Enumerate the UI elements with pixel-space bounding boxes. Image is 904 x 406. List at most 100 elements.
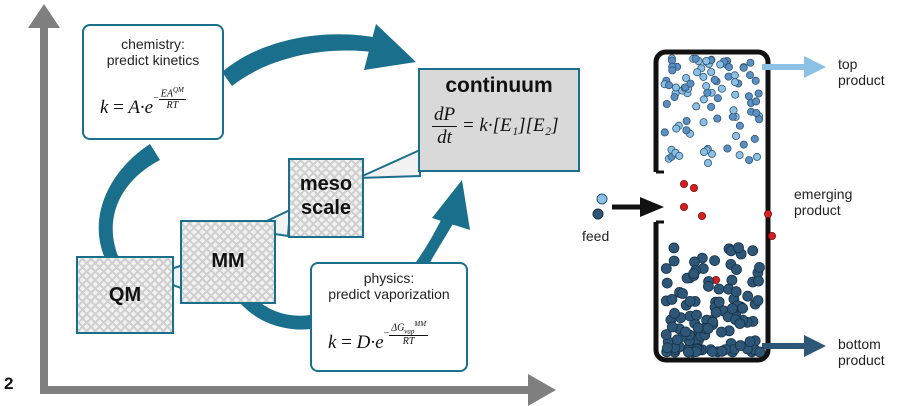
physics-exp-sup: MM [414, 320, 427, 328]
top-product-arrow-head [804, 56, 826, 78]
y-axis-arrow [28, 4, 60, 28]
dark-particle [669, 307, 680, 319]
bottom-product-arrow-head [804, 335, 826, 357]
dark-particle [737, 302, 748, 314]
chemistry-formula-pre: A·e [128, 96, 154, 118]
particles [660, 54, 777, 358]
output-arrows [762, 56, 826, 357]
dark-particle [753, 275, 764, 287]
light-particle [746, 58, 755, 67]
dark-particle [660, 329, 672, 341]
light-particle [682, 117, 691, 126]
dark-particle [726, 274, 738, 286]
light-particle [717, 84, 726, 93]
dark-particle [726, 303, 738, 315]
dark-particle [688, 268, 700, 279]
dark-particle [661, 277, 673, 289]
light-particle [686, 79, 695, 88]
physics-exp-den: RT [402, 336, 415, 348]
physics-exp-sign: − [383, 328, 390, 340]
physics-exp-num: ΔG [391, 322, 405, 334]
figure-number: 2 [4, 374, 14, 393]
light-particle [670, 93, 679, 102]
meso-scale-square: meso scale [288, 158, 364, 238]
light-particle [753, 152, 762, 161]
light-particle [692, 102, 701, 111]
dark-particle [680, 326, 691, 338]
light-particle [723, 144, 732, 153]
light-particle [704, 158, 713, 167]
light-particle [750, 134, 759, 143]
red-particle [698, 211, 707, 220]
chemistry-exp-den: RT [166, 100, 179, 112]
dark-particle [733, 242, 744, 254]
light-particle [754, 89, 763, 98]
red-particle [680, 202, 689, 211]
arrow-chemistry-to-qm [98, 144, 160, 256]
light-particle [725, 63, 734, 72]
mm-label: MM [211, 250, 245, 272]
light-particle [691, 54, 700, 63]
x-axis-arrow [528, 374, 556, 406]
light-particle [665, 81, 674, 90]
light-particle [732, 131, 741, 140]
light-particle [662, 100, 671, 109]
dark-particle [734, 340, 746, 351]
dark-particle [660, 263, 672, 274]
light-particle [700, 147, 709, 156]
chemistry-box: chemistry: predict kinetics k = A·e−EAQM… [82, 24, 224, 140]
light-particle [702, 82, 711, 91]
dark-particle [703, 280, 714, 292]
light-particle [730, 78, 739, 87]
dark-particle [692, 322, 704, 334]
light-particle [702, 57, 711, 66]
light-particle [744, 92, 753, 101]
dark-particle [742, 290, 754, 302]
dark-particle [713, 296, 725, 308]
arrow-head-top [364, 24, 416, 70]
dark-particle [754, 346, 766, 358]
light-particle [752, 109, 761, 118]
feed-arrow-head [640, 197, 664, 217]
dark-particle [716, 326, 727, 338]
dark-particle [684, 295, 696, 307]
dark-particle [662, 342, 673, 354]
dark-particle [754, 261, 765, 273]
light-particle [699, 118, 708, 127]
light-particle [728, 112, 737, 121]
feed-particle-dark [592, 208, 604, 220]
meso-to-continuum-wedge [357, 148, 421, 179]
dark-particle [752, 295, 764, 306]
dark-particle [709, 255, 720, 267]
light-particle [729, 106, 738, 115]
light-particle [713, 114, 722, 123]
physics-formula-lhs: k [328, 331, 337, 353]
light-particle [746, 71, 755, 80]
light-particle [751, 76, 760, 85]
chemistry-formula-eq: = [113, 96, 124, 118]
light-particle [739, 63, 748, 72]
dark-particle [730, 286, 742, 298]
chemistry-heading: chemistry: predict kinetics [106, 36, 200, 69]
light-particle [716, 60, 725, 69]
axes [28, 4, 556, 406]
qm-square: QM [76, 256, 174, 334]
emerging-product-label: emerging product [794, 186, 853, 219]
dark-particle [671, 334, 683, 346]
dark-particle [731, 264, 742, 275]
physics-heading: physics: predict vaporization [328, 270, 450, 303]
dark-particle [666, 321, 678, 333]
dark-particle [710, 306, 722, 318]
meso-scale-label: meso scale [299, 173, 353, 219]
light-particle [703, 88, 712, 97]
feed-particle-light [596, 193, 608, 205]
light-particle [710, 75, 719, 84]
continuum-formula-num: dP [432, 104, 458, 127]
continuum-title: continuum [445, 74, 553, 97]
physics-formula-eq: = [341, 331, 352, 353]
top-product-label: top product [838, 56, 885, 89]
light-particle [739, 140, 748, 149]
